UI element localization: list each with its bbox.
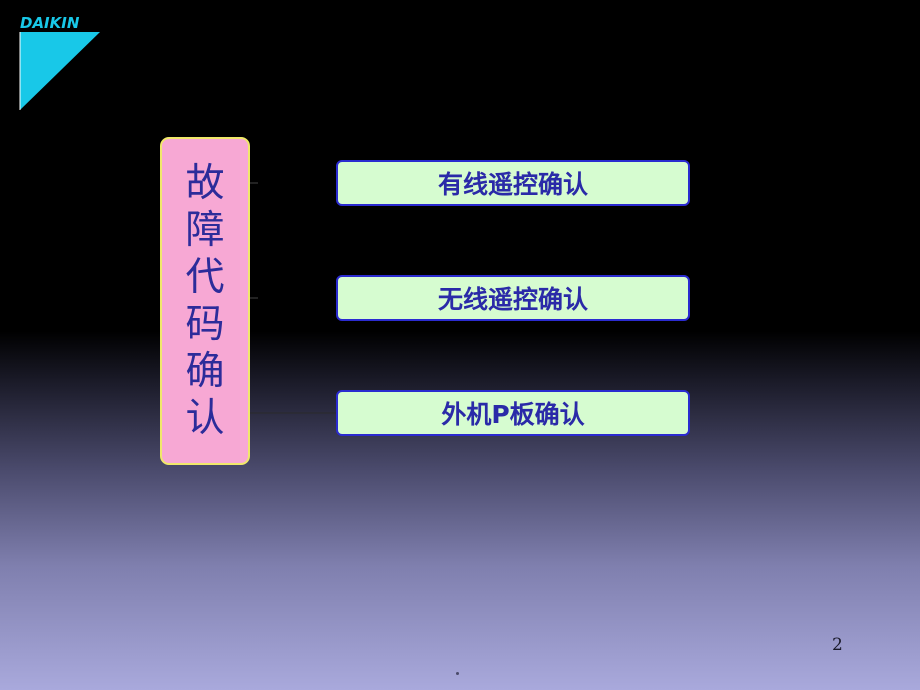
root-char: 故 [185,161,225,206]
logo-wordmark: DAIKIN [20,14,80,32]
page-number: 2 [832,635,843,655]
root-char: 确 [185,349,225,394]
node-outdoor-pcb-check[interactable]: 外机P板确认 [336,390,690,436]
daikin-logo: DAIKIN [18,14,104,114]
root-char: 障 [185,208,225,253]
root-char: 代 [185,255,225,300]
footer-dot [456,672,459,675]
root-node-fault-code-check: 故 障 代 码 确 认 [160,137,250,465]
root-char: 认 [185,396,225,441]
node-wireless-remote-check[interactable]: 无线遥控确认 [336,275,690,321]
root-char: 码 [185,302,225,347]
node-wired-remote-check[interactable]: 有线遥控确认 [336,160,690,206]
daikin-logo-icon [19,32,100,110]
